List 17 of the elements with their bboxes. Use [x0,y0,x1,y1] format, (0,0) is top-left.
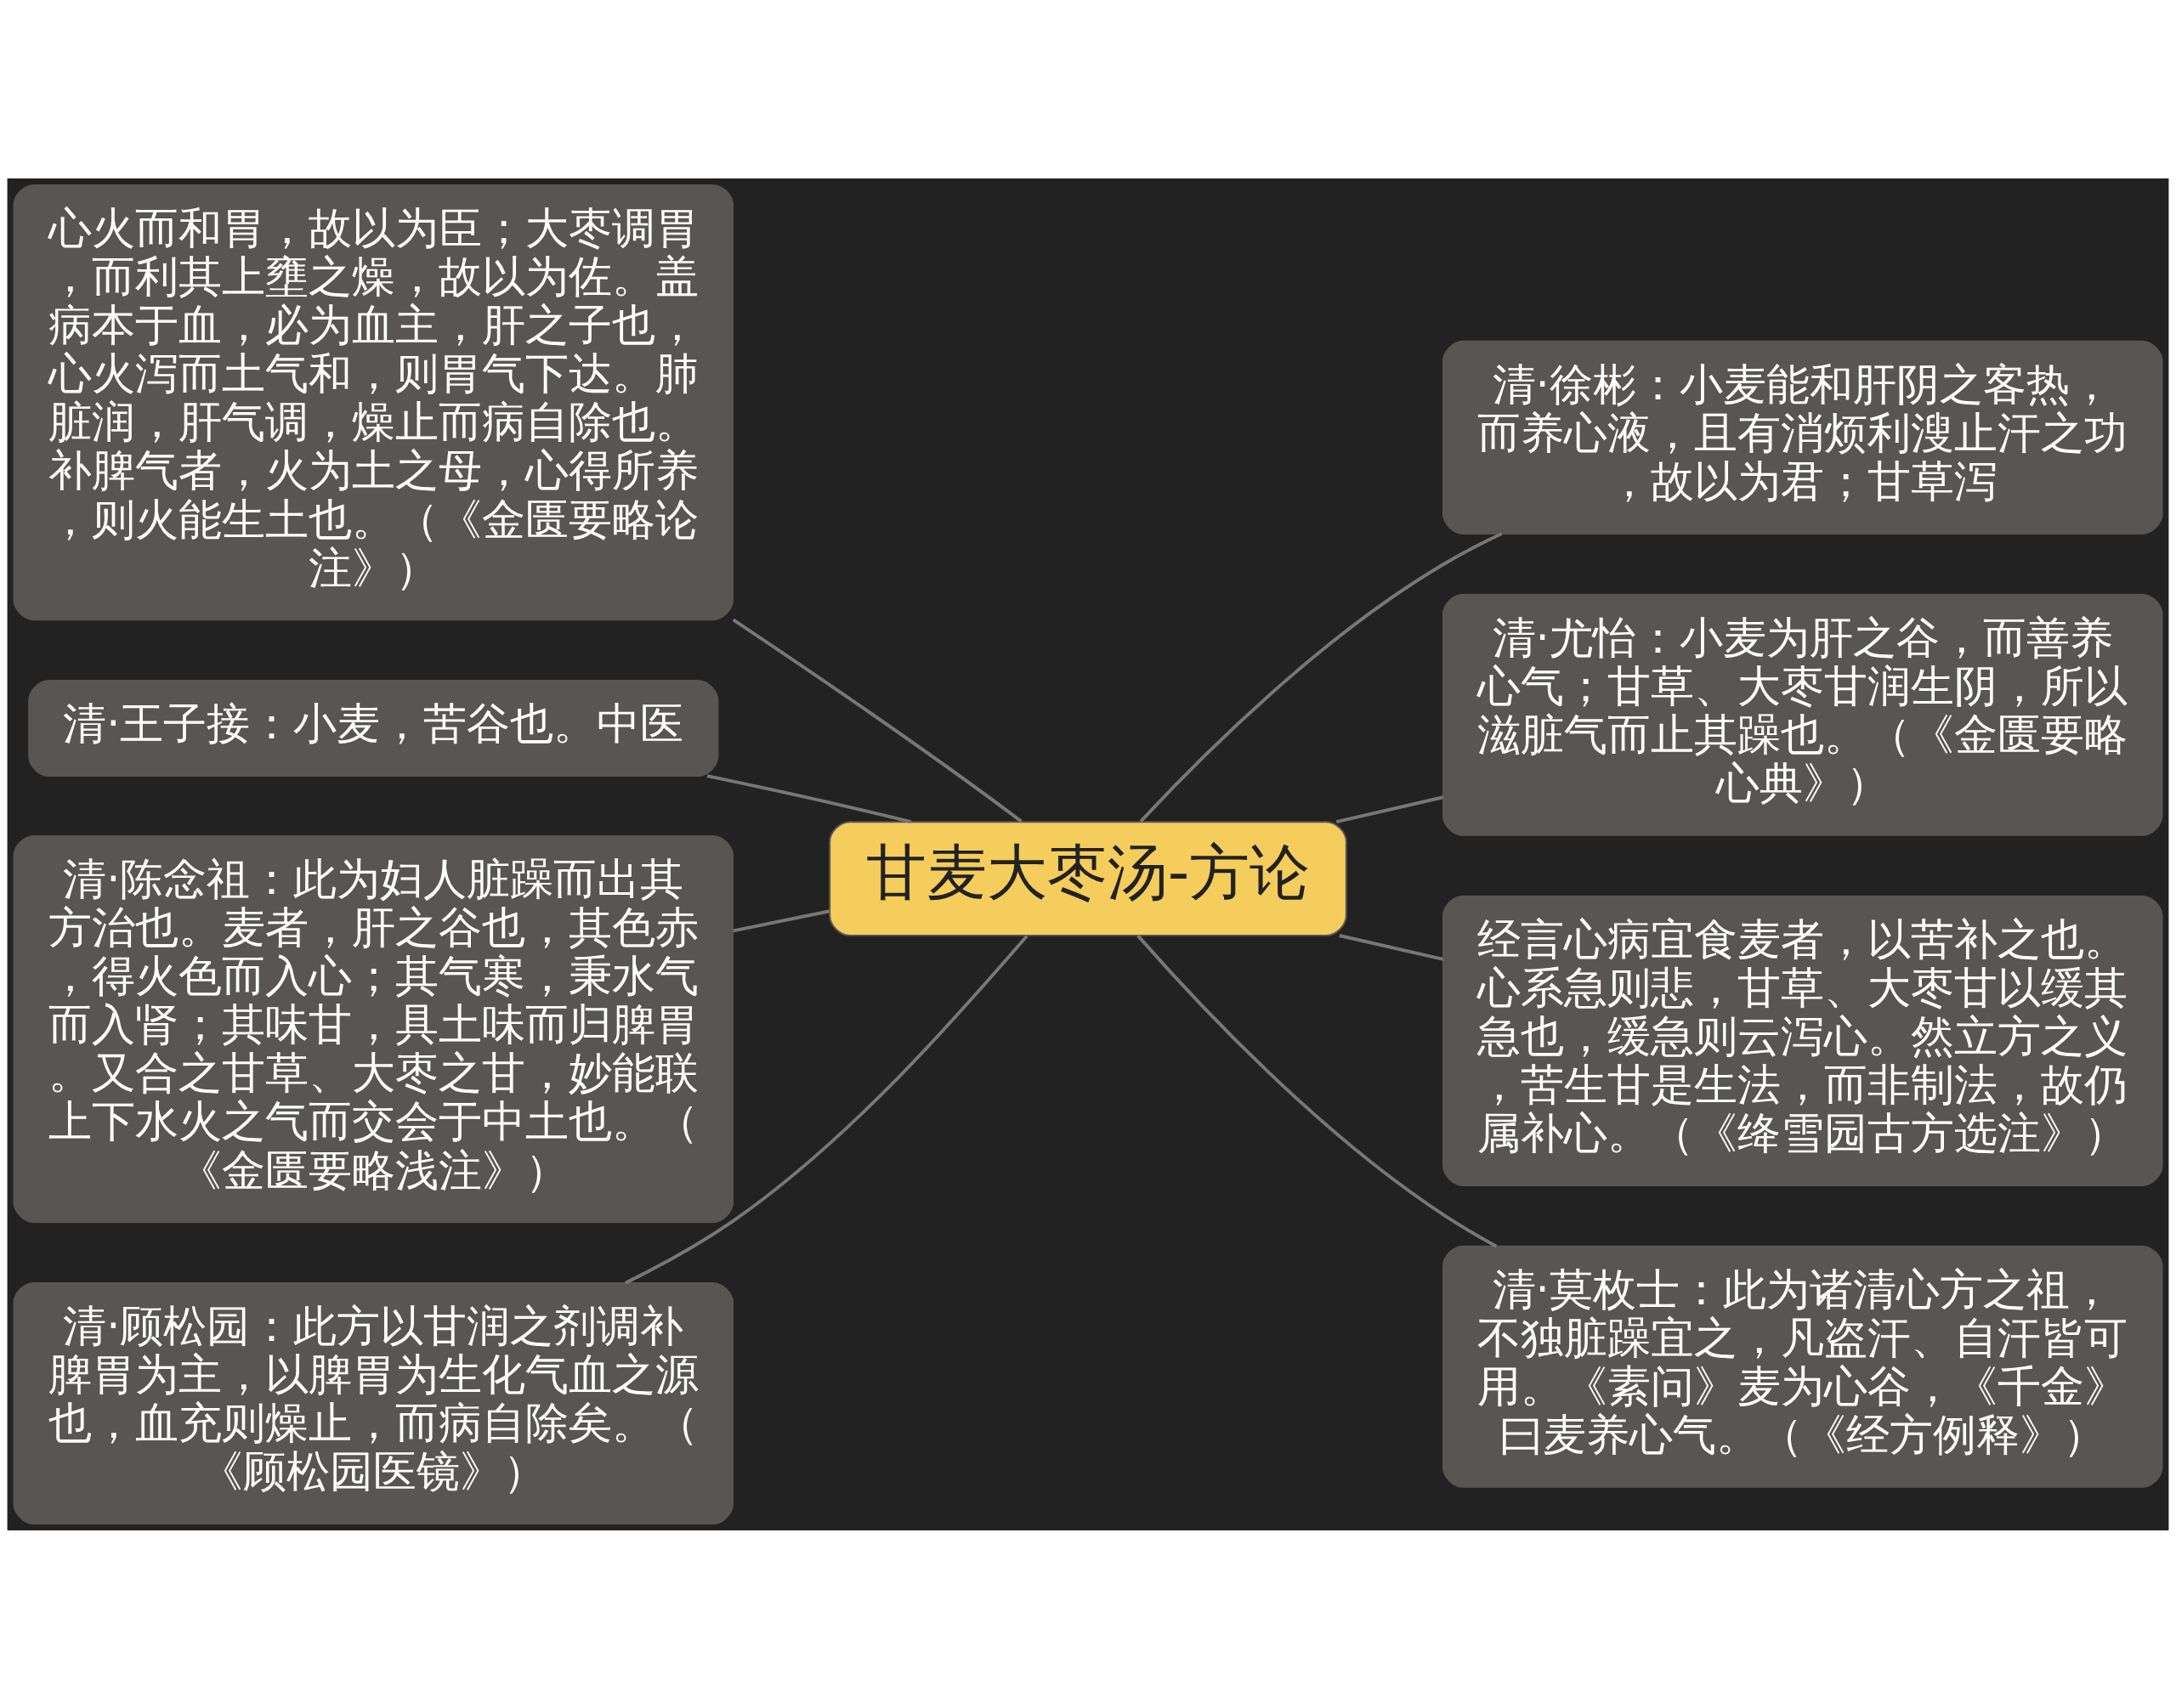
connector [1136,934,1498,1247]
node-box: 清·徐彬：小麦能和肝阴之客热，而养心液，且有消烦利溲止汗之功，故以为君；甘草泻 [1442,340,2163,534]
node-box: 甘麦大枣汤-方论 [829,820,1347,936]
node-box: 清·陈念祖：此为妇人脏躁而出其方治也。麦者，肝之谷也，其色赤，得火色而入心；其气寒，秉水气而入肾；其味甘，具土味而归脾胃。又合之甘草、大枣之甘，妙能联上下水火之气而交会于中土也。（《金匮要略浅注》） [13,834,734,1223]
connector [625,934,1028,1285]
connector [706,773,912,823]
connector [732,618,1023,823]
node-box: 经言心病宜食麦者，以苦补之也。心系急则悲，甘草、大枣甘以缓其急也，缓急则云泻心。然立方之义，苦生甘是生法，而非制法，故仍属补心。（《绛雪园古方选注》） [1442,895,2163,1186]
node-box: 心火而和胃，故以为臣；大枣调胃，而利其上壅之燥，故以为佐。盖病本于血，必为血主，肝之子也，心火泻而土气和，则胃气下达。肺脏润，肝气调，燥止而病自除也。补脾气者，火为土之母，心得所养，则火能生土也。（《金匮要略论注》） [13,184,734,620]
connector [1139,531,1503,823]
connector [1339,933,1444,961]
connector [1335,795,1444,823]
node-box: 清·顾松园：此方以甘润之剂调补脾胃为主，以脾胃为生化气血之源也，血充则燥止，而病自除矣。（《顾松园医镜》） [13,1281,734,1524]
node-box: 清·王子接：小麦，苦谷也。中医 [28,679,719,777]
node-box: 清·莫枚士：此为诸清心方之祖，不独脏躁宜之，凡盗汗、自汗皆可用。《素问》麦为心谷，《千金》曰麦养心气。（《经方例释》） [1442,1245,2163,1488]
connector [733,908,830,932]
node-box: 清·尤怡：小麦为肝之谷，而善养心气；甘草、大枣甘润生阴，所以滋脏气而止其躁也。（《金匮要略心典》） [1442,593,2163,836]
